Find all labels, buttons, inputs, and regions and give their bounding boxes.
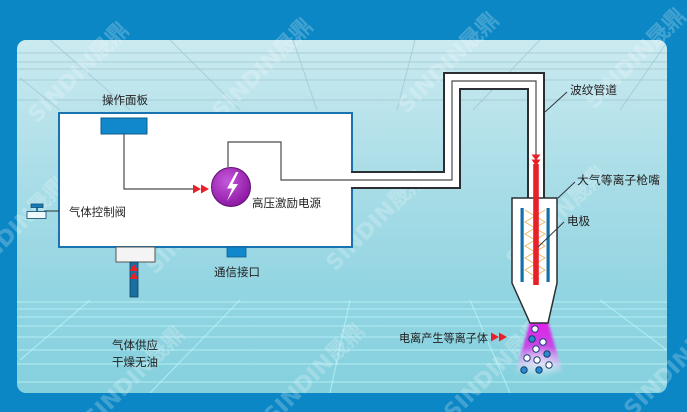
- electrode-right: [546, 208, 550, 282]
- double-arrow-icon: [193, 184, 209, 194]
- leader-line: [544, 91, 568, 113]
- hv-cable-in-pipe: [350, 80, 537, 181]
- gas-flow-arrow-icon: [129, 264, 139, 279]
- bellows-pipe: [350, 72, 545, 199]
- plasma-particle: [533, 356, 541, 364]
- leader-line: [557, 181, 576, 199]
- down-arrow-icon: [531, 154, 541, 166]
- label-operation-panel: 操作面板: [102, 93, 148, 107]
- label-gas-control-valve: 气体控制阀: [69, 205, 126, 219]
- control-signal-wire: [123, 134, 193, 190]
- plasma-particle: [535, 366, 543, 374]
- valve-icon: [26, 203, 59, 219]
- background-grid: [17, 40, 667, 393]
- leader-line: [537, 221, 565, 248]
- label-electrode: 电极: [567, 214, 590, 228]
- label-comm-interface: 通信接口: [214, 265, 260, 279]
- discharge-pattern: [524, 209, 546, 280]
- plasma-particle: [539, 338, 547, 346]
- comm-port: [226, 246, 247, 258]
- gas-inlet-fitting: [115, 246, 156, 263]
- label-bellows-pipe: 波纹管道: [570, 83, 618, 97]
- discharge-pattern: [524, 209, 546, 280]
- label-gas-supply-note: 干燥无油: [112, 355, 158, 369]
- double-arrow-icon: [491, 332, 507, 342]
- plasma-plume: [515, 322, 563, 380]
- label-ionization: 电离产生等离子体: [399, 331, 488, 345]
- label-hv-power-supply: 高压激励电源: [252, 196, 321, 210]
- lightning-bolt-icon: [227, 172, 239, 201]
- plasma-particle: [520, 366, 528, 374]
- gas-supply-pipe: [129, 261, 139, 298]
- operation-panel-block: [100, 117, 148, 135]
- center-electrode-rod: [533, 164, 539, 285]
- plasma-particle: [531, 325, 539, 333]
- hv-cable: [227, 141, 352, 181]
- hv-power-supply: [211, 167, 251, 207]
- plasma-particle: [532, 345, 540, 353]
- electrode-left: [520, 208, 524, 282]
- plasma-particle: [528, 335, 536, 343]
- label-plasma-nozzle: 大气等离子枪嘴: [577, 173, 661, 187]
- plasma-particle: [543, 350, 551, 358]
- gas-inlet: [115, 246, 156, 298]
- plasma-particle: [523, 354, 531, 362]
- label-gas-supply: 气体供应: [112, 338, 158, 352]
- plasma-particle: [545, 361, 553, 369]
